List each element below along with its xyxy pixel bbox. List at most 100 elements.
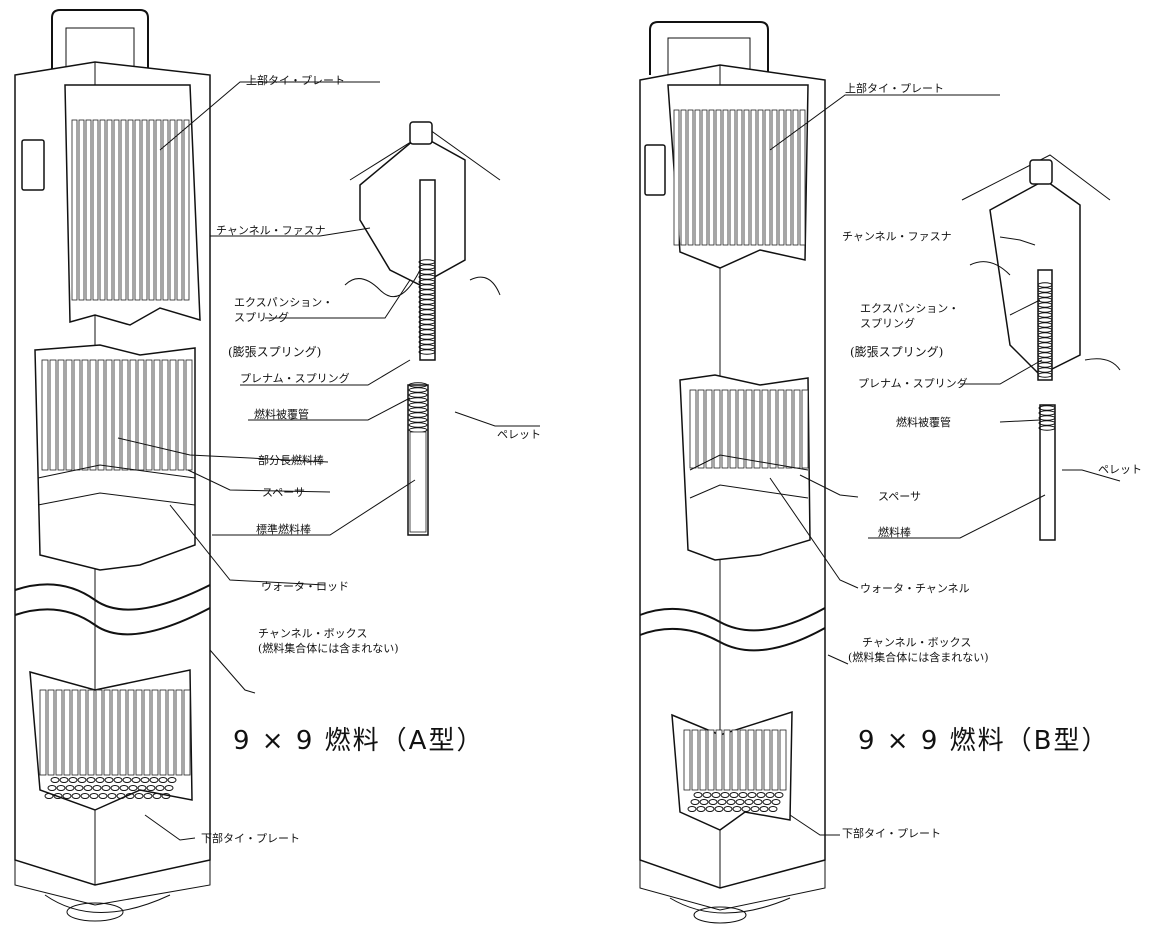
spring-coil [1037,372,1053,378]
fuel-rod [739,729,747,791]
fuel-rod [729,389,737,469]
fuel-rod [155,119,162,301]
spring-coil [408,422,428,428]
fuel-rod [694,109,701,246]
tie-plate-hole [53,793,63,799]
tie-plate-hole [62,793,72,799]
tie-plate-hole [80,793,90,799]
tie-plate-hole [59,777,69,783]
fuel-rod [750,109,757,246]
tie-plate-hole [771,799,781,805]
label-b-upper-tie-plate: 上部タイ・プレート [845,82,944,95]
fuel-rod [697,389,705,469]
spring-coil [1037,312,1053,318]
label-b-fuel-rod: 燃料棒 [878,526,911,539]
spring-coil [408,402,428,408]
tie-plate-hole [98,793,108,799]
label-a-expansion-spring-1: エクスパンション・ [234,296,334,309]
fuel-rod [764,109,771,246]
tie-plate-hole [128,785,138,791]
tie-plate-hole [705,806,715,812]
tie-plate-hole [125,793,135,799]
fuel-rod [79,689,87,776]
tie-plate-hole [134,793,144,799]
label-a-expansion-spring-jp: (膨張スプリング) [228,345,322,359]
tie-plate-hole [693,792,703,798]
label-a-standard-rod: 標準燃料棒 [256,523,311,536]
fuel-rod [85,119,92,301]
fuel-rod [177,359,185,471]
tie-plate-hole [687,806,697,812]
spring-coil [1037,297,1053,303]
fuel-rod [769,389,777,469]
tie-plate-hole [146,785,156,791]
spring-coil [1037,287,1053,293]
fuel-rod [89,359,97,471]
fuel-rod [106,119,113,301]
fuel-rod [145,359,153,471]
fuel-rod [801,389,809,469]
fuel-rod [87,689,95,776]
label-a-expansion-spring-2: スプリング [234,311,289,324]
tie-plate-hole [107,793,117,799]
tie-plate-hole [89,793,99,799]
tie-plate-hole [86,777,96,783]
fuel-rod [683,729,691,791]
label-a-channel-box-2: (燃料集合体には含まれない) [258,642,399,655]
spring-coil [1037,282,1053,288]
tie-plate-hole [774,792,784,798]
tie-plate-hole [110,785,120,791]
tie-plate-hole [711,792,721,798]
tie-plate-hole [756,792,766,798]
spring-coil [1037,362,1053,368]
spring-coil [418,299,436,305]
label-b-expansion-spring-2: スプリング [860,317,915,330]
fuel-rod [71,689,79,776]
tie-plate-hole [732,806,742,812]
fuel-rod [771,729,779,791]
fuel-rod [119,689,127,776]
label-b-spacer: スペーサ [878,490,922,503]
label-b-pellet: ペレット [1098,463,1142,476]
spring-coil [418,314,436,320]
tie-plate-hole [149,777,159,783]
spring-coil [418,289,436,295]
fuel-rod [799,109,806,246]
tie-plate-hole [83,785,93,791]
tie-plate-hole [47,785,57,791]
fuel-rod [49,359,57,471]
tie-plate-hole [137,785,147,791]
spring-coil [1037,322,1053,328]
spring-coil [1037,352,1053,358]
fuel-rod [95,689,103,776]
tie-plate-hole [71,793,81,799]
fuel-rod [731,729,739,791]
fuel-rod [771,109,778,246]
spring-coil [418,279,436,285]
spring-coil [418,349,436,355]
fuel-rod [747,729,755,791]
fuel-rod [121,359,129,471]
fuel-rod [708,109,715,246]
spring-coil [1037,292,1053,298]
spring-coil [408,397,428,403]
spring-coil [1038,410,1056,416]
fuel-rod [169,359,177,471]
tie-plate-hole [143,793,153,799]
fuel-rod [113,119,120,301]
tie-plate-hole [65,785,75,791]
tie-plate-hole [717,799,727,805]
fuel-rod [39,689,47,776]
fuel-rod [137,359,145,471]
tie-plate-hole [759,806,769,812]
label-b-water-channel: ウォータ・チャンネル [860,582,970,595]
fuel-rod [127,119,134,301]
fuel-rod [743,109,750,246]
tie-plate-hole [152,793,162,799]
fuel-rod [175,689,183,776]
spring-coil [418,339,436,345]
fuel-rod [143,689,151,776]
tie-plate-hole [122,777,132,783]
tie-plate-hole [747,792,757,798]
